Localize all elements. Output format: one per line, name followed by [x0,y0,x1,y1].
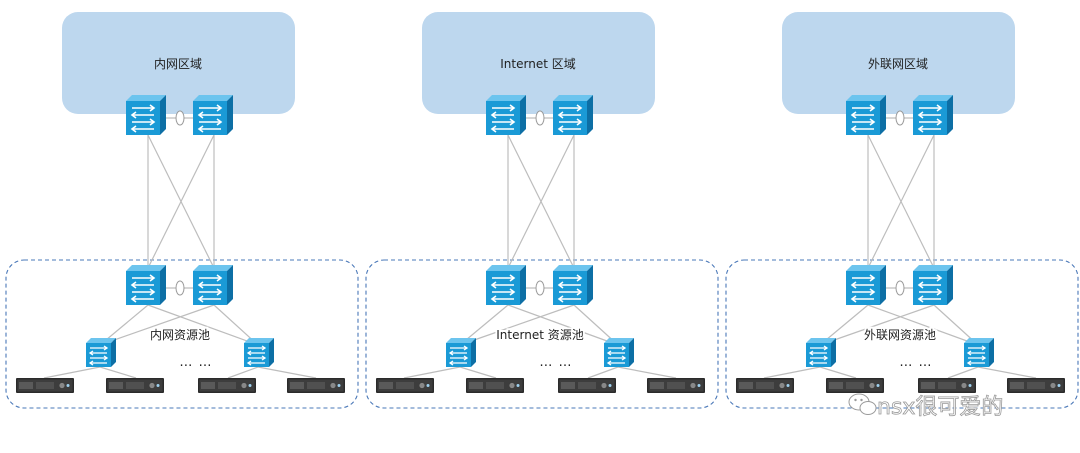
link-aggregation-icon [175,280,185,296]
core-switch-icon [552,94,594,136]
ellipsis-text: … … [539,355,572,370]
core-switch-icon [192,264,234,306]
core-switch-icon [912,264,954,306]
server-icon [376,378,434,393]
server-icon [1007,378,1065,393]
server-icon [558,378,616,393]
link-aggregation-icon [895,110,905,126]
pool-label: 内网资源池 [150,328,210,342]
access-switch-icon [963,337,995,368]
server-icon [287,378,345,393]
access-switch-icon [243,337,275,368]
resource-pool-box [365,259,719,409]
ellipsis-text: … … [179,355,212,370]
core-switch-icon [125,94,167,136]
server-icon [826,378,884,393]
server-icon [918,378,976,393]
server-icon [106,378,164,393]
link-lines [403,117,677,379]
access-switch-icon [445,337,477,368]
link-aggregation-icon [175,110,185,126]
watermark-text: nsx很可爱的 [877,395,1003,420]
core-switch-icon [912,94,954,136]
zone-box [782,12,1015,114]
zone-label: Internet 区域 [500,57,575,71]
zone-box [422,12,655,114]
server-icon [736,378,794,393]
access-switch-icon [805,337,837,368]
access-switch-icon [603,337,635,368]
core-switch-icon [485,264,527,306]
region-2: Internet 区域 Internet 资源池 … … [365,12,719,409]
link-aggregation-icon [895,280,905,296]
link-aggregation-icon [535,110,545,126]
server-icon [198,378,256,393]
link-aggregation-icon [535,280,545,296]
core-switch-icon [845,264,887,306]
watermark: nsx很可爱的 [848,393,1004,420]
wechat-icon [848,393,877,415]
server-icon [16,378,74,393]
resource-pool-box [725,259,1079,409]
resource-pool-box [5,259,359,409]
zone-label: 外联网区域 [868,57,928,71]
pool-label: Internet 资源池 [496,328,583,342]
server-icon [647,378,705,393]
core-switch-icon [845,94,887,136]
pool-label: 外联网资源池 [864,328,936,342]
core-switch-icon [125,264,167,306]
zone-label: 内网区域 [154,57,202,71]
zone-box [62,12,295,114]
link-lines [43,117,317,379]
server-icon [466,378,524,393]
ellipsis-text: … … [899,355,932,370]
core-switch-icon [552,264,594,306]
core-switch-icon [192,94,234,136]
access-switch-icon [85,337,117,368]
core-switch-icon [485,94,527,136]
